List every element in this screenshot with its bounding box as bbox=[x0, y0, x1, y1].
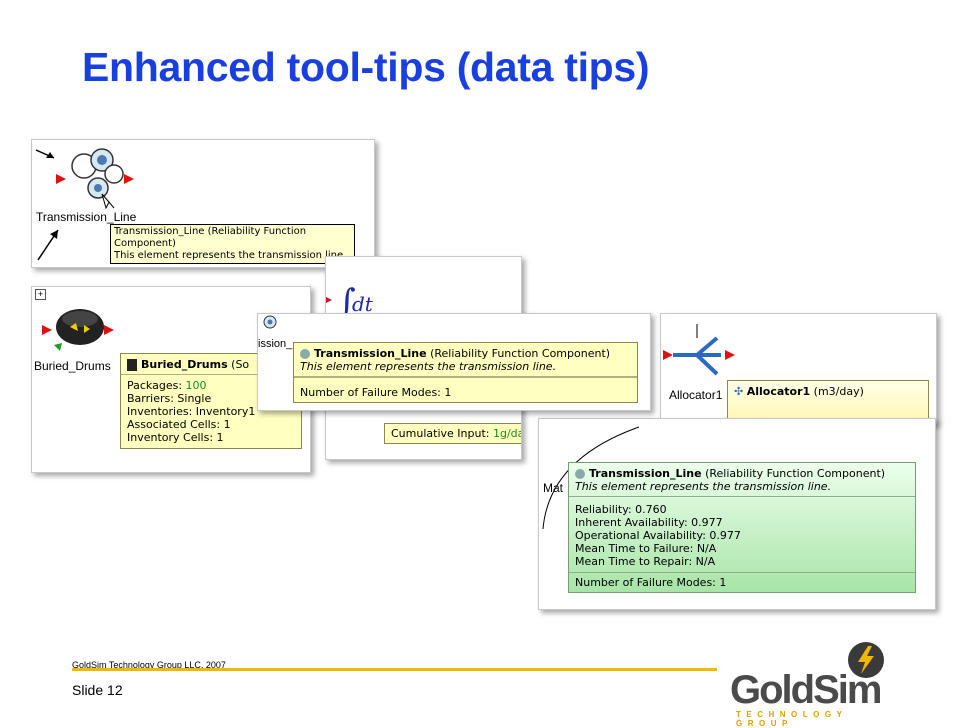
tooltip-type: (Reliability Function Component) bbox=[430, 347, 611, 360]
tooltip-description: This element represents the transmission… bbox=[575, 480, 832, 493]
tooltip-key: Barriers: bbox=[127, 392, 174, 405]
drum-icon bbox=[42, 309, 114, 351]
screenshot-transmission-datatip: ission_ Transmission_Line (Reliability F… bbox=[257, 313, 651, 411]
allocator-icon bbox=[663, 324, 735, 376]
reliability-component-icon bbox=[263, 315, 277, 329]
slide-title: Enhanced tool-tips (data tips) bbox=[82, 44, 650, 90]
logo-wordmark: GoldSim bbox=[730, 668, 882, 712]
slide-number: Slide 12 bbox=[72, 682, 123, 698]
tooltip-row: Packages: 100 bbox=[127, 379, 295, 392]
arrow-icon bbox=[37, 229, 59, 261]
tooltip-type: (Reliability Function Component) bbox=[705, 467, 886, 480]
data-tooltip: Transmission_Line (Reliability Function … bbox=[568, 462, 916, 593]
tooltip-value: 1 bbox=[216, 431, 224, 444]
element-label: Mat bbox=[543, 481, 564, 495]
drum-icon bbox=[127, 359, 137, 371]
tooltip-value: 1g/day * ETime bbox=[492, 427, 521, 440]
tooltip-footer: Number of Failure Modes: 1 bbox=[569, 572, 915, 592]
tooltip-title: Transmission_Line bbox=[314, 347, 427, 360]
tooltip-value: 1 bbox=[223, 418, 231, 431]
tooltip-row: Associated Cells: 1 bbox=[127, 418, 295, 431]
tooltip-line: Transmission_Line (Reliability Function … bbox=[114, 226, 307, 249]
screenshot-transmission-green: Transmission_Line (Reliability Function … bbox=[564, 452, 930, 608]
tooltip-key: Cumulative Input: bbox=[391, 427, 490, 440]
element-label: Buried_Drums bbox=[34, 359, 111, 373]
tooltip-value: Single bbox=[177, 392, 212, 405]
svg-text:∫: ∫ bbox=[338, 282, 356, 322]
tooltip-row: Inventories: Inventory1 bbox=[127, 405, 295, 418]
reliability-component-icon bbox=[300, 349, 310, 359]
slide-number-value: 12 bbox=[107, 682, 123, 698]
tooltip-row: Operational Availability: 0.977 bbox=[575, 529, 741, 542]
tooltip-type: (m3/day) bbox=[813, 385, 864, 398]
lightning-icon bbox=[848, 642, 884, 678]
tooltip-title: Transmission_Line bbox=[589, 467, 702, 480]
tooltip-key: Packages: bbox=[127, 379, 183, 392]
tooltip-row: Inherent Availability: 0.977 bbox=[575, 516, 723, 529]
data-tooltip: Cumulative Input: 1g/day * ETime bbox=[384, 423, 521, 444]
tooltip-value: Inventory1 bbox=[195, 405, 256, 418]
tooltip-title: Buried_Drums bbox=[141, 358, 228, 371]
data-tooltip: ✣ Allocator1 (m3/day) bbox=[727, 380, 929, 424]
tooltip-row: Mean Time to Repair: N/A bbox=[575, 555, 716, 568]
logo-subtitle: TECHNOLOGY GROUP bbox=[736, 710, 848, 728]
arrow-icon bbox=[35, 149, 55, 159]
tooltip-key: Associated Cells: bbox=[127, 418, 221, 431]
tooltip-row: Barriers: Single bbox=[127, 392, 295, 405]
tooltip-title: Allocator1 bbox=[746, 385, 811, 398]
element-label: ission_ bbox=[258, 338, 293, 350]
element-label: Allocator1 bbox=[669, 388, 723, 402]
screenshot-transmission-simple: Transmission_Line Transmission_Line (Rel… bbox=[31, 139, 375, 268]
tooltip-description: This element represents the transmission… bbox=[300, 360, 557, 373]
tooltip-footer: Number of Failure Modes: 1 bbox=[294, 377, 637, 402]
data-tooltip: Transmission_Line (Reliability Function … bbox=[293, 342, 638, 403]
element-label: Transmission_Line bbox=[36, 210, 137, 224]
tooltip-key: Inventories: bbox=[127, 405, 193, 418]
tooltip-row: Inventory Cells: 1 bbox=[127, 431, 295, 444]
integral-icon: ∫ dt bbox=[326, 282, 374, 322]
accent-line bbox=[72, 668, 717, 671]
allocator-icon: ✣ bbox=[734, 385, 744, 398]
reliability-component-icon bbox=[56, 148, 134, 210]
goldsim-logo: GoldSim TECHNOLOGY GROUP bbox=[728, 640, 908, 728]
svg-text:dt: dt bbox=[352, 292, 374, 316]
slide-label: Slide bbox=[72, 682, 104, 698]
tooltip-row: Reliability: 0.760 bbox=[575, 503, 667, 516]
tooltip-type: (So bbox=[231, 358, 250, 371]
tooltip-value: 100 bbox=[185, 379, 207, 392]
simple-tooltip: Transmission_Line (Reliability Function … bbox=[110, 224, 355, 264]
screenshot-allocator: Allocator1 ✣ Allocator1 (m3/day) bbox=[660, 313, 937, 425]
tooltip-line: This element represents the transmission… bbox=[114, 250, 347, 261]
company-credit: GoldSim Technology Group LLC, 2007 bbox=[72, 660, 226, 670]
tooltip-row: Mean Time to Failure: N/A bbox=[575, 542, 717, 555]
expand-icon[interactable]: + bbox=[35, 289, 46, 300]
tooltip-key: Inventory Cells: bbox=[127, 431, 214, 444]
reliability-component-icon bbox=[575, 469, 585, 479]
